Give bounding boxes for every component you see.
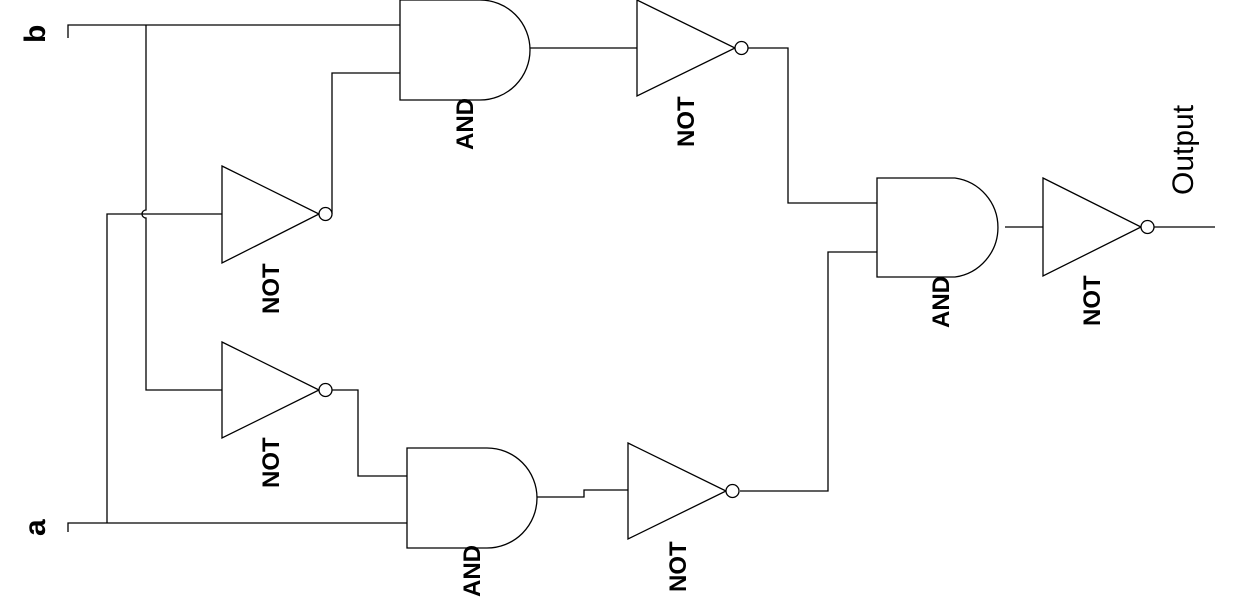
wires — [67, 24, 1215, 532]
not-gate-middle-lower: NOT — [221, 340, 333, 488]
not-bottom-to-and-final-wire — [740, 251, 877, 492]
input-b-label: b — [19, 25, 52, 43]
not-gate-middle-lower-bubble — [318, 382, 333, 398]
input-a-wire — [67, 522, 407, 532]
and-gate-bottom: AND — [406, 447, 538, 597]
not-gate-middle-upper: NOT — [221, 164, 333, 314]
not-mid-upper-to-and-top-wire — [331, 72, 400, 214]
and-bottom-to-not-wire — [537, 489, 628, 498]
not-gate-bottom-right-label: NOT — [665, 541, 692, 592]
not-gate-top-right: NOT — [636, 0, 749, 147]
b-rail-wire — [141, 25, 222, 391]
input-b-wire — [67, 24, 400, 38]
and-gate-bottom-label: AND — [459, 545, 486, 597]
and-gate-top-label: AND — [452, 98, 479, 150]
and-gate-top: AND — [399, 0, 531, 150]
not-gate-middle-upper-bubble — [318, 206, 333, 222]
not-gate-final-bubble — [1140, 219, 1155, 235]
not-gate-top-right-label: NOT — [673, 96, 700, 147]
output-label: Output — [1167, 104, 1200, 195]
not-mid-lower-to-and-bottom-wire — [332, 389, 407, 477]
not-gate-bottom-right-bubble — [725, 483, 740, 499]
and-gate-final-label: AND — [928, 276, 955, 328]
not-gate-middle-lower-label: NOT — [258, 437, 285, 488]
input-a-label: a — [19, 519, 52, 536]
a-rail-wire — [106, 213, 222, 523]
not-gate-middle-upper-label: NOT — [258, 263, 285, 314]
not-gate-final-label: NOT — [1079, 275, 1106, 326]
and-gate-final: AND — [876, 177, 999, 328]
not-top-to-and-final-wire — [748, 47, 877, 204]
not-gate-bottom-right: NOT — [627, 441, 740, 592]
not-gate-top-right-bubble — [734, 40, 749, 56]
not-gate-final: NOT — [1042, 176, 1155, 326]
